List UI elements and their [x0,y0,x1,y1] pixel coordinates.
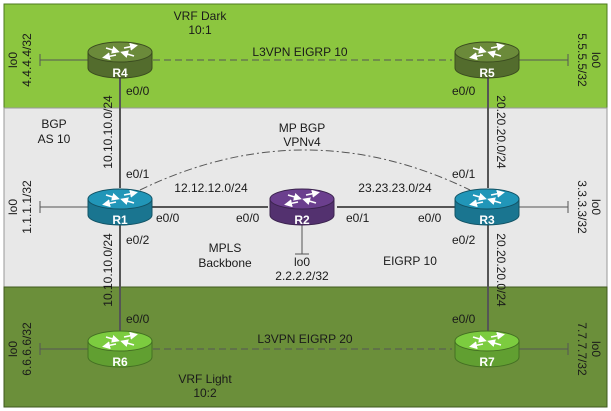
net-r3-r7-label: 20.20.20.0/24 [494,233,508,307]
r7-arrow-1 [487,339,502,347]
r7-lo0-ip: 7.7.7.7/32 [575,322,589,376]
r1-arrow-2 [123,189,138,198]
r2-arrow-0 [287,193,302,201]
r2-top [269,188,335,210]
router-r3[interactable]: R3 [454,188,520,227]
router-r1[interactable]: R1 [87,188,153,227]
r2-arrow-2 [305,189,320,198]
r3-e00-label: e0/0 [418,211,442,225]
r6-arrow-1 [120,339,135,347]
r1-e02-label: e0/2 [126,233,150,247]
r1-e00-label: e0/0 [156,211,180,225]
r2-arrow-3 [284,199,299,208]
r2-e01-label: e0/1 [346,211,370,225]
r4-e00-label: e0/0 [126,84,150,98]
r1-lo0-label: lo0 [6,199,20,215]
r4-arrow-3 [102,52,117,61]
r7-arrow-0 [472,335,487,343]
r7-top [454,330,520,352]
r5-lo0-ip: 5.5.5.5/32 [575,33,589,87]
eigrp-label: EIGRP 10 [383,254,437,268]
r5-arrow-2 [490,42,505,51]
net-r3-r5-label: 20.20.20.0/24 [494,95,508,169]
r4-arrow-0 [105,46,120,54]
r5-top [454,41,520,63]
bgp-label: BGP [41,117,66,131]
r7-arrow-3 [469,341,484,350]
r6-arrow-2 [123,331,138,340]
r7-lo0-label: lo0 [589,341,603,357]
net-r2-r3-label: 23.23.23.0/24 [358,181,432,195]
r1-lo0-ip: 1.1.1.1/32 [20,180,34,234]
router-r4[interactable]: R4 [87,41,153,80]
r4-top [87,41,153,63]
r3-e02-label: e0/2 [452,233,476,247]
mpbgp-session [139,149,471,191]
r4-arrow-1 [120,50,135,58]
r4-arrow-2 [123,42,138,51]
l3vpn-eigrp10-label: L3VPN EIGRP 10 [252,45,347,59]
r3-arrow-1 [487,197,502,205]
r6-lo0-label: lo0 [6,341,20,357]
r1-arrow-3 [102,199,117,208]
r7-e00-label: e0/0 [452,312,476,326]
net-r1-r6-label: 10.10.10.0/24 [101,233,115,307]
r5-arrow-0 [472,46,487,54]
r3-lo0-label: lo0 [589,199,603,215]
r6-arrow-0 [105,335,120,343]
router-r2[interactable]: R2 [269,188,335,227]
r2-arrow-1 [302,197,317,205]
r2-e00-label: e0/0 [236,211,260,225]
r1-arrow-1 [120,197,135,205]
r4-lo0-ip: 4.4.4.4/32 [20,33,34,87]
r2-name: R2 [294,213,310,227]
r4-name: R4 [112,66,128,80]
r6-lo0-ip: 6.6.6.6/32 [20,322,34,376]
r7-arrow-2 [490,331,505,340]
r5-e00-label: e0/0 [452,84,476,98]
mpbgp-label: MP BGP [279,121,325,135]
r5-arrow-3 [469,52,484,61]
r6-arrow-3 [102,341,117,350]
mpls-backbone-label: Backbone [198,256,252,270]
vrf-light-rd: 10:2 [193,386,217,400]
router-r6[interactable]: R6 [87,330,153,369]
r7-name: R7 [479,355,495,369]
r1-e01-label: e0/1 [126,167,150,181]
net-r1-r4-label: 10.10.10.0/24 [101,95,115,169]
router-r7[interactable]: R7 [454,330,520,369]
r2-lo0-label: lo0 [294,255,310,269]
mpls-label: MPLS [209,241,242,255]
net-r1-r2-label: 12.12.12.0/24 [174,181,248,195]
r6-top [87,330,153,352]
vrf-dark-rd: 10:1 [188,23,212,37]
r1-top [87,188,153,210]
r5-arrow-1 [487,50,502,58]
r3-arrow-0 [472,193,487,201]
r6-e00-label: e0/0 [126,312,150,326]
r2-lo0-ip: 2.2.2.2/32 [275,269,329,283]
r6-name: R6 [112,355,128,369]
r1-arrow-0 [105,193,120,201]
vpnv4-label: VPNv4 [283,135,321,149]
r3-name: R3 [479,213,495,227]
vrf-dark-title: VRF Dark [174,9,228,23]
r3-lo0-ip: 3.3.3.3/32 [575,180,589,234]
r5-name: R5 [479,66,495,80]
r3-arrow-2 [490,189,505,198]
r3-top [454,188,520,210]
vrf-light-title: VRF Light [178,372,232,386]
router-r5[interactable]: R5 [454,41,520,80]
l3vpn-eigrp20-label: L3VPN EIGRP 20 [257,332,352,346]
r3-arrow-3 [469,199,484,208]
r3-e01-label: e0/1 [452,167,476,181]
r5-lo0-label: lo0 [589,52,603,68]
r1-name: R1 [112,213,128,227]
bgp-as-label: AS 10 [38,132,71,146]
r4-lo0-label: lo0 [6,52,20,68]
